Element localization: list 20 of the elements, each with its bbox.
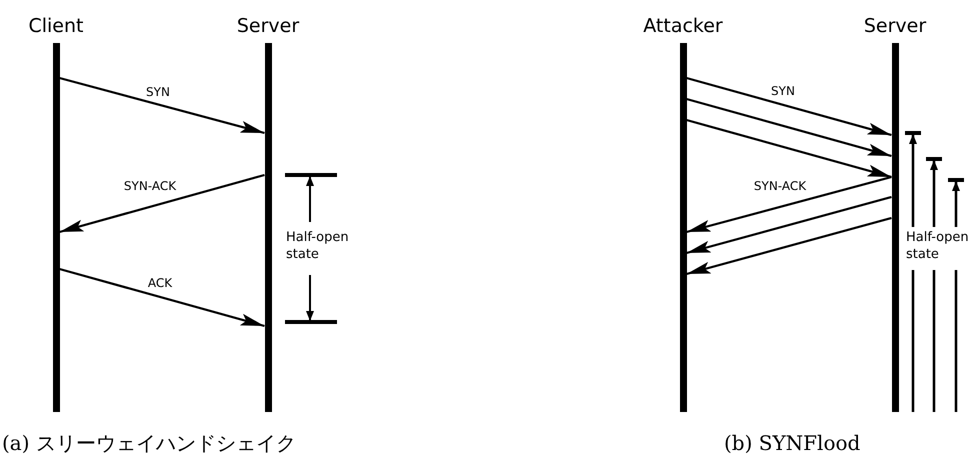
arrow [686, 176, 892, 234]
arrow [686, 98, 892, 158]
arrow [686, 196, 892, 254]
edge-label: SYN-ACK [122, 179, 178, 193]
arrow [59, 174, 265, 234]
edge-label: SYN [145, 85, 171, 99]
arrow [686, 216, 892, 276]
arrow [59, 268, 265, 328]
edge-label: SYN-ACK [752, 179, 808, 193]
arrow [59, 76, 265, 134]
lifeline-label: Client [27, 14, 84, 38]
figure-caption: (a) スリーウェイハンドシェイク [2, 430, 296, 456]
figure-caption: (b) SYNFlood [724, 430, 860, 456]
lifeline-label: Server [236, 14, 300, 38]
arrow [686, 76, 892, 136]
lifeline-label: Server [862, 14, 928, 38]
arrow [686, 118, 892, 178]
edge-label: ACK [146, 276, 174, 290]
lifeline-label: Attacker [642, 14, 724, 38]
edge-label: SYN [770, 84, 796, 98]
